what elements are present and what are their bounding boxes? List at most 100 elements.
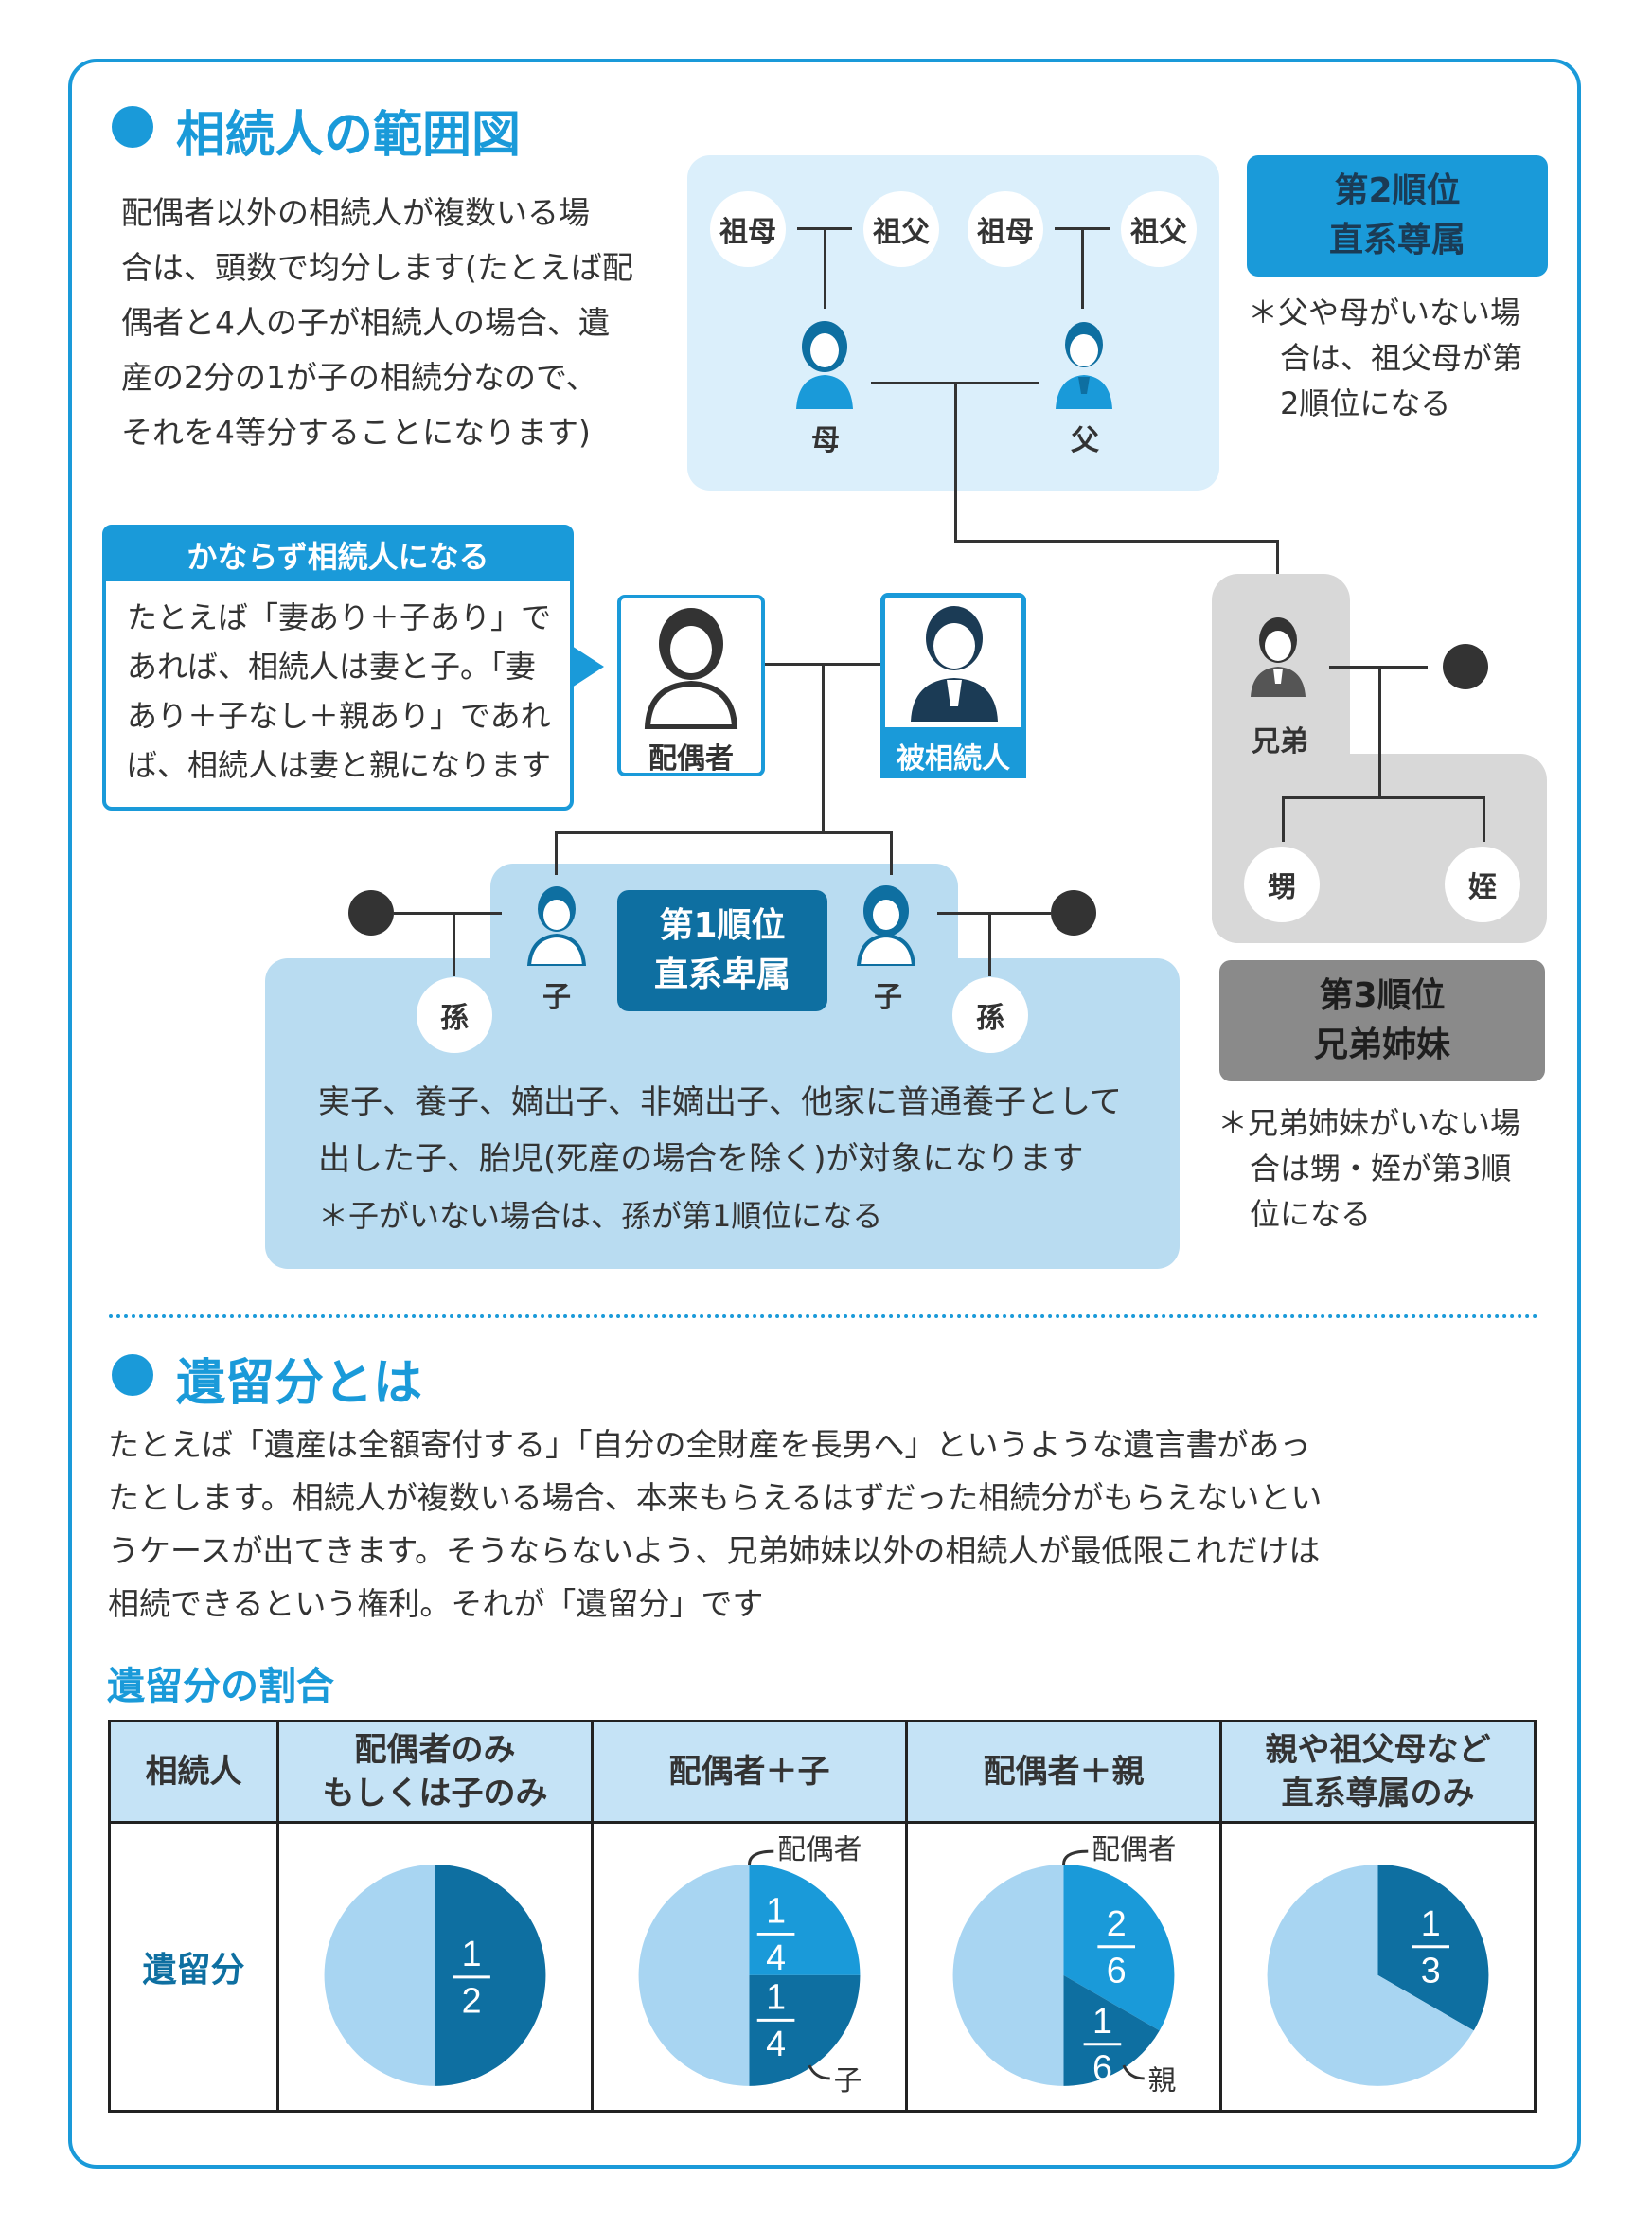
callout-line: たとえば「妻あり＋子あり」で	[127, 599, 552, 635]
pie-leader-line	[808, 2064, 830, 2080]
fraction-numerator: 2	[1107, 1903, 1127, 1943]
father-icon	[1056, 322, 1112, 409]
pie-fraction-label: 16	[1083, 2001, 1122, 2087]
table-header-col4: 親や祖父母など直系尊属のみ	[1219, 1720, 1537, 1824]
rank3-badge-line1: 第3順位	[1319, 976, 1446, 1015]
grandmother-circle: 祖母	[710, 191, 786, 267]
section1-bullet	[112, 106, 153, 148]
section2-body-line: うケースが出てきます。そうならないよう、兄弟姉妹以外の相続人が最低限これだけは	[108, 1532, 1321, 1569]
pie-slice-label: 配偶者	[1092, 1833, 1176, 1866]
rank2-note: ＊父や母がいない場 合は、祖父母が第 2順位になる	[1248, 290, 1560, 426]
table-header-text: 配偶者のみ	[354, 1731, 516, 1769]
pie-slice	[749, 1864, 861, 1975]
table-row-label: 遺留分	[108, 1821, 279, 2113]
grandchild-circle: 孫	[952, 977, 1028, 1053]
section-divider	[109, 1314, 1538, 1318]
pie-slice	[638, 1864, 750, 2086]
table-header-text: 配偶者＋親	[983, 1753, 1145, 1791]
pie-leader-line	[1122, 2064, 1145, 2080]
table-header-text: 配偶者＋子	[668, 1753, 830, 1791]
pie-chart-1: 12	[324, 1864, 546, 2086]
rank3-badge: 第3順位 兄弟姉妹	[1219, 960, 1545, 1081]
callout-arrow	[572, 646, 604, 687]
rank1-badge-line2: 直系卑属	[653, 955, 790, 994]
table-header-col3: 配偶者＋親	[905, 1720, 1222, 1824]
section2-title: 遺留分とは	[176, 1355, 423, 1412]
grandmother-circle: 祖母	[968, 191, 1043, 267]
rank3-note: ＊兄弟姉妹がいない場 合は甥・姪が第3順 位になる	[1217, 1100, 1558, 1237]
pie-fraction-label: 14	[756, 1976, 795, 2063]
section2-body-line: たとえば「遺産は全額寄付する」「自分の全財産を長男へ」というような遺言書があっ	[108, 1426, 1311, 1463]
pie-slice	[749, 1974, 861, 2086]
section1-body-line: 配偶者以外の相続人が複数いる場	[121, 194, 590, 231]
pie-fraction-label: 26	[1097, 1903, 1136, 1990]
section2-body: たとえば「遺産は全額寄付する」「自分の全財産を長男へ」というような遺言書があっ …	[108, 1419, 1547, 1631]
section1-body-line: 産の2分の1が子の相続分なので、	[121, 359, 597, 396]
rank2-note-line: ＊父や母がいない場	[1248, 294, 1521, 330]
pie-slice	[324, 1864, 435, 2086]
grandfather-circle: 祖父	[863, 191, 939, 267]
fraction-denominator: 2	[462, 1981, 482, 2021]
callout-line: あり＋子なし＋親あり」であれ	[127, 698, 551, 734]
section2-bullet	[112, 1354, 153, 1396]
rank2-note-line: 合は、祖父母が第	[1280, 340, 1523, 376]
sibling-icon	[1251, 617, 1306, 697]
spouse-icon	[644, 608, 738, 729]
child-spouse-dot	[348, 890, 394, 936]
child-spouse-dot	[1051, 890, 1096, 936]
rank1-badge: 第1順位 直系卑属	[617, 890, 827, 1011]
callout-title: かならず相続人になる	[106, 528, 570, 581]
deceased-label: 被相続人	[897, 742, 1010, 776]
reserved-share-table: 相続人 配偶者のみもしくは子のみ 配偶者＋子 配偶者＋親 親や祖父母など直系尊属…	[108, 1720, 1537, 2113]
rank1-description: 実子、養子、嫡出子、非嫡出子、他家に普通養子として 出した子、胎児(死産の場合を…	[318, 1074, 1151, 1187]
rank3-note-line: 合は甥・姪が第3順	[1250, 1151, 1512, 1187]
rank1-description-line: 出した子、胎児(死産の場合を除く)が対象になります	[318, 1140, 1084, 1178]
table-header-text: 親や祖父母など	[1265, 1731, 1491, 1769]
rank2-note-line: 2順位になる	[1280, 385, 1451, 421]
rank2-badge-line1: 第2順位	[1334, 171, 1461, 210]
rank2-badge-line2: 直系尊属	[1328, 221, 1465, 259]
child-label: 子	[874, 981, 902, 1014]
pie-slice-label: 配偶者	[777, 1833, 862, 1866]
father-label: 父	[1071, 424, 1099, 457]
fraction-denominator: 4	[766, 2024, 786, 2063]
pie-fraction-label: 13	[1412, 1903, 1450, 1990]
grandchild-circle: 孫	[417, 977, 492, 1053]
rank3-note-line: ＊兄弟姉妹がいない場	[1217, 1105, 1521, 1141]
rank3-badge-line2: 兄弟姉妹	[1313, 1026, 1450, 1064]
rank1-note: ＊子がいない場合は、孫が第1順位になる	[318, 1198, 883, 1234]
sibling-spouse-dot	[1443, 644, 1488, 689]
pie-slice	[1063, 1974, 1160, 2086]
rank2-badge: 第2順位 直系尊属	[1247, 155, 1548, 277]
nephew-circle: 甥	[1244, 847, 1320, 922]
fraction-denominator: 6	[1092, 2047, 1112, 2087]
mother-icon	[796, 321, 853, 409]
child-son-icon	[526, 886, 587, 966]
child-label: 子	[542, 981, 571, 1014]
fraction-numerator: 1	[766, 1891, 786, 1931]
table-header-text: 直系尊属のみ	[1281, 1775, 1475, 1812]
deceased-icon	[911, 606, 998, 722]
table-header-heir: 相続人	[108, 1720, 279, 1824]
pie-fraction-label: 12	[453, 1934, 490, 2021]
mother-label: 母	[811, 424, 840, 457]
pie-leader-line	[1062, 1849, 1089, 1865]
fraction-numerator: 1	[462, 1934, 482, 1973]
rank1-badge-line1: 第1順位	[659, 906, 786, 945]
rank3-note-line: 位になる	[1250, 1196, 1372, 1232]
callout-line: ば、相続人は妻と親になります	[127, 747, 552, 783]
fraction-numerator: 1	[1421, 1903, 1441, 1943]
table-header-row: 相続人 配偶者のみもしくは子のみ 配偶者＋子 配偶者＋親 親や祖父母など直系尊属…	[108, 1720, 1537, 1824]
page-frame	[68, 59, 1581, 2169]
grandfather-circle: 祖父	[1121, 191, 1197, 267]
sibling-label: 兄弟	[1252, 725, 1308, 759]
niece-circle: 姪	[1445, 847, 1520, 922]
pie-leader-line	[748, 1849, 774, 1865]
